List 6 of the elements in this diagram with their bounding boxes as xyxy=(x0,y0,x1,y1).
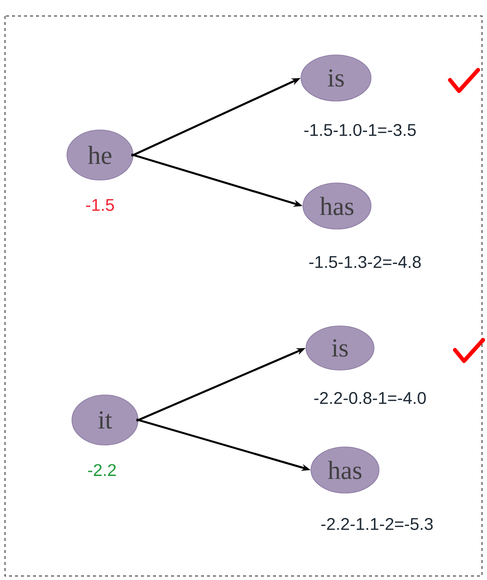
score-text: -1.5-1.3-2=-4.8 xyxy=(309,256,421,268)
score-text: -2.2-0.8-1=-4.0 xyxy=(314,392,426,404)
score-text: -1.5-1.0-1=-3.5 xyxy=(304,124,416,136)
score-text: -1.5 xyxy=(86,199,114,211)
score-text: -2.2 xyxy=(88,464,116,476)
score-text: -2.2-1.1-2=-5.3 xyxy=(321,518,433,530)
